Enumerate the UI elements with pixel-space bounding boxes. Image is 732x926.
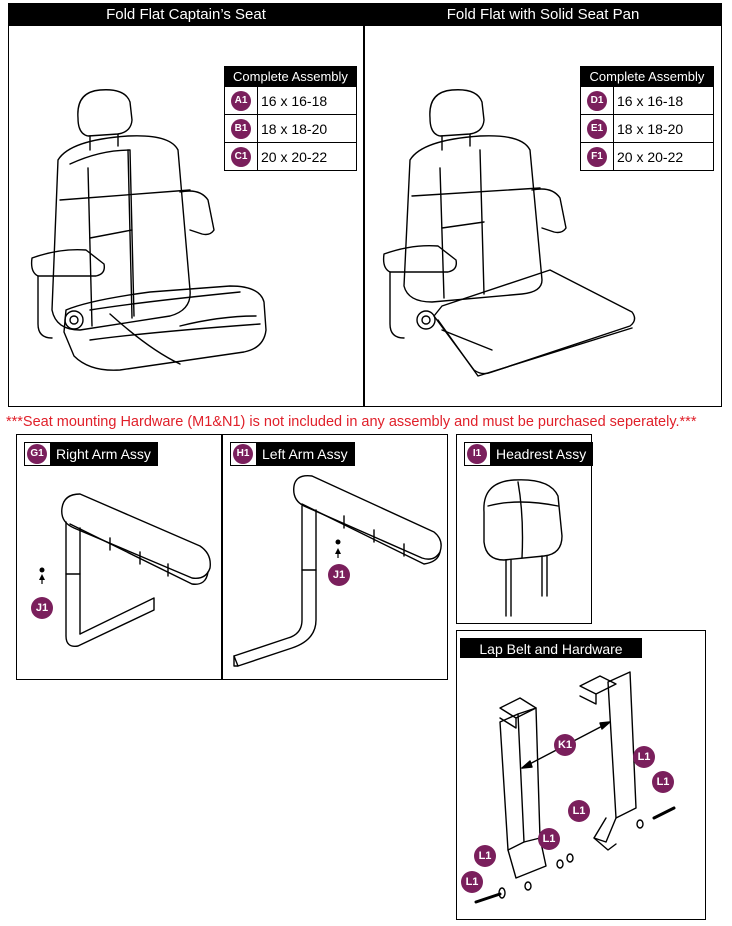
part-badge: F1: [587, 147, 607, 167]
right-arm-label: G1 Right Arm Assy: [24, 442, 158, 466]
part-badge: H1: [233, 444, 253, 464]
l1-callout: L1: [652, 771, 674, 793]
part-badge: D1: [587, 91, 607, 111]
lap-belt-label: Lap Belt and Hardware: [460, 638, 642, 658]
left-arm-label: H1 Left Arm Assy: [230, 442, 355, 466]
captains-seat-title: Fold Flat Captain’s Seat: [9, 4, 363, 26]
table-row: D1 16 x 16-18: [580, 86, 714, 115]
l1-callout: L1: [474, 845, 496, 867]
size-cell: 16 x 16-18: [257, 86, 357, 115]
captains-seat-illustration: [30, 80, 290, 400]
l1-callout: L1: [538, 828, 560, 850]
table-row: F1 20 x 20-22: [580, 142, 714, 171]
l1-callout: L1: [461, 871, 483, 893]
captains-seat-assembly-table: Complete Assembly A1 16 x 16-18 B1 18 x …: [224, 66, 357, 171]
part-badge: C1: [231, 147, 251, 167]
solid-seat-pan-title: Fold Flat with Solid Seat Pan: [365, 4, 721, 26]
size-cell: 18 x 18-20: [257, 114, 357, 143]
hardware-warning: ***Seat mounting Hardware (M1&N1) is not…: [6, 414, 697, 430]
table-row: B1 18 x 18-20: [224, 114, 357, 143]
j1-callout-right: J1: [31, 597, 53, 619]
part-badge: E1: [587, 119, 607, 139]
right-arm-illustration: [39, 488, 220, 658]
solid-seat-pan-assembly-table: Complete Assembly D1 16 x 16-18 E1 18 x …: [580, 66, 714, 171]
size-cell: 20 x 20-22: [257, 142, 357, 171]
size-cell: 16 x 16-18: [613, 86, 714, 115]
right-arm-label-text: Right Arm Assy: [50, 443, 157, 465]
assembly-table-header: Complete Assembly: [580, 66, 714, 87]
l1-callout: L1: [568, 800, 590, 822]
size-cell: 20 x 20-22: [613, 142, 714, 171]
l1-callout: L1: [633, 746, 655, 768]
table-row: C1 20 x 20-22: [224, 142, 357, 171]
j1-callout-left: J1: [328, 564, 350, 586]
headrest-label-text: Headrest Assy: [490, 443, 593, 465]
headrest-illustration: [478, 476, 578, 620]
part-badge: B1: [231, 119, 251, 139]
headrest-label: I1 Headrest Assy: [464, 442, 594, 466]
size-cell: 18 x 18-20: [613, 114, 714, 143]
solid-seat-pan-illustration: [382, 80, 644, 400]
part-badge: G1: [27, 444, 47, 464]
part-badge: I1: [467, 444, 487, 464]
table-row: E1 18 x 18-20: [580, 114, 714, 143]
lap-belt-illustration: [460, 668, 700, 918]
right-arm-panel: [16, 434, 222, 680]
left-arm-label-text: Left Arm Assy: [256, 443, 354, 465]
table-row: A1 16 x 16-18: [224, 86, 357, 115]
k1-callout: K1: [554, 734, 576, 756]
left-arm-illustration: [228, 470, 442, 670]
part-badge: A1: [231, 91, 251, 111]
assembly-table-header: Complete Assembly: [224, 66, 357, 87]
